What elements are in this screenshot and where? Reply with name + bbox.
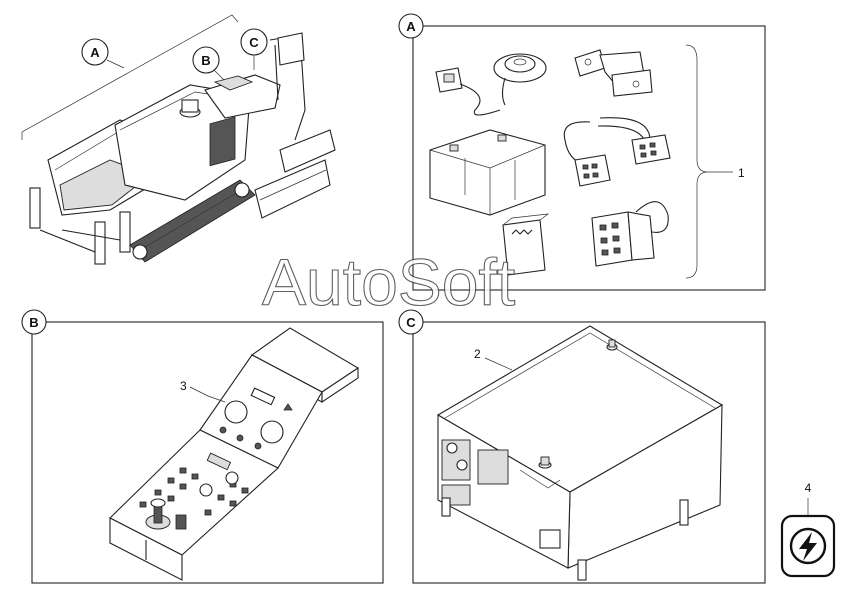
wiring-harness [563, 117, 671, 187]
callout-panel-b: B [21, 309, 47, 335]
svg-text:C: C [249, 35, 259, 50]
callout-panel-c: C [398, 309, 424, 335]
operator-console [109, 327, 360, 581]
lightning-bolt-icon [780, 514, 836, 578]
part-number-4: 4 [805, 481, 812, 495]
relay-block [502, 213, 550, 276]
panel-c [412, 321, 766, 584]
plug-connector [435, 67, 501, 116]
paver-machine-overview [21, 14, 336, 265]
part-number-3: 3 [180, 379, 187, 393]
multi-pin-connector [591, 201, 669, 267]
panel-a [412, 25, 766, 291]
callout-main-c: C [240, 28, 268, 70]
angle-connector [574, 49, 653, 97]
electrical-control-box [436, 325, 724, 581]
callout-main-b: B [192, 46, 225, 81]
battery [429, 129, 546, 216]
callout-main-a: A [81, 38, 109, 66]
svg-text:B: B [201, 53, 210, 68]
panel-b [31, 321, 384, 584]
part-number-2: 2 [474, 347, 481, 361]
svg-text:C: C [406, 315, 416, 330]
svg-text:A: A [90, 45, 100, 60]
part-number-1: 1 [738, 166, 745, 180]
round-sensor [493, 53, 547, 106]
watermark: AutoSoft [262, 245, 515, 319]
callout-panel-a: A [398, 13, 424, 39]
svg-text:A: A [406, 19, 416, 34]
svg-text:B: B [29, 315, 38, 330]
